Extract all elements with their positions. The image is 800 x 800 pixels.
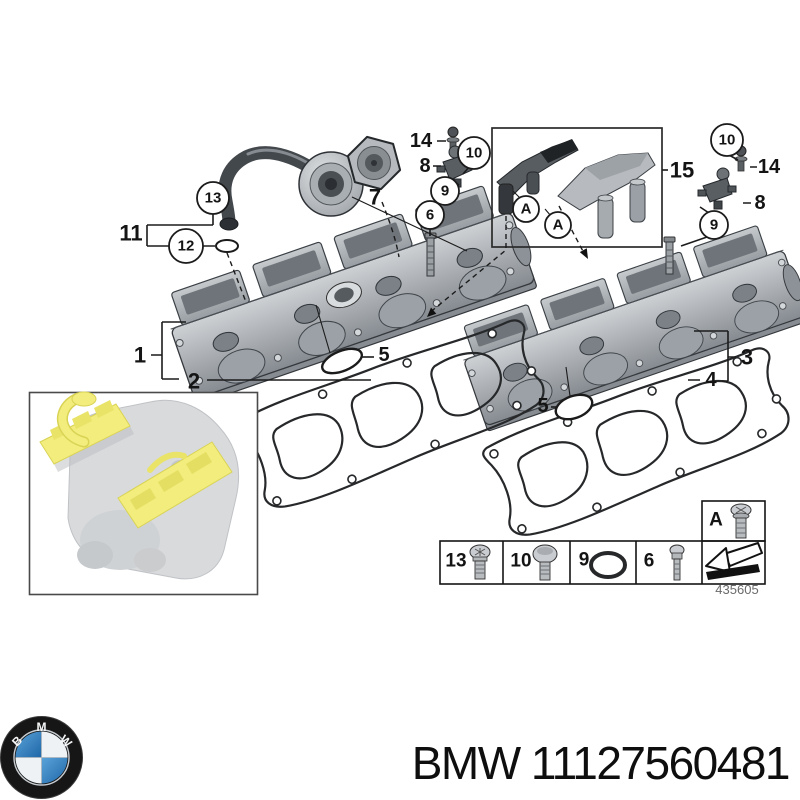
callout-5-left: 5 bbox=[378, 344, 389, 366]
o-ring-5-left bbox=[320, 347, 364, 375]
plain-callouts: 11 7 14 8 1 2 5 15 14 8 3 4 5 bbox=[119, 130, 781, 417]
engine-highlight-right-bank bbox=[117, 441, 233, 529]
engine-highlight-filler-tube bbox=[57, 391, 97, 448]
callout-9-right: 9 bbox=[710, 217, 718, 234]
engine-highlight-left-bank bbox=[39, 400, 131, 465]
oil-filler-cap bbox=[346, 135, 402, 191]
legend-cell-a bbox=[701, 500, 766, 542]
callout-a-left: A bbox=[521, 201, 532, 218]
callout-3: 3 bbox=[741, 345, 753, 370]
callout-7: 7 bbox=[369, 185, 381, 210]
callout-14-left: 14 bbox=[410, 130, 433, 152]
o-ring-5-right bbox=[554, 393, 594, 421]
callout-1: 1 bbox=[134, 343, 146, 368]
callout-8-right: 8 bbox=[754, 192, 765, 214]
legend-label-6: 6 bbox=[644, 551, 655, 572]
bolt-6-right bbox=[663, 236, 676, 275]
part-15-detail-box bbox=[491, 127, 663, 248]
callout-4: 4 bbox=[705, 369, 717, 391]
logo-letter-m: M bbox=[37, 720, 47, 734]
stud-bolt-icon bbox=[669, 544, 685, 581]
flange-screw-icon bbox=[730, 503, 752, 539]
legend-cell-9: 9 bbox=[579, 550, 627, 579]
legend-table: 13 10 9 6 bbox=[439, 500, 766, 597]
callout-14-right: 14 bbox=[758, 156, 781, 178]
breather-flange-disc bbox=[298, 151, 364, 217]
legend-cell-10: 10 bbox=[510, 544, 558, 581]
circled-callouts: 13 12 10 9 6 A A 10 9 bbox=[168, 123, 744, 264]
legend-cell-a-content: A bbox=[709, 503, 752, 539]
legend-cell-6: 6 bbox=[644, 544, 685, 581]
legend-label-13: 13 bbox=[445, 551, 466, 572]
engine-thumbnail bbox=[28, 391, 259, 596]
callout-6: 6 bbox=[426, 207, 434, 224]
part-number-text: BMW 11127560481 bbox=[412, 737, 789, 789]
legend-cell-13: 13 bbox=[445, 544, 491, 580]
callout-10-right: 10 bbox=[719, 132, 736, 149]
vent-valve-right bbox=[697, 167, 737, 210]
left-valve-cover bbox=[158, 177, 544, 406]
bmw-logo: B M W bbox=[0, 716, 83, 799]
callout-12: 12 bbox=[178, 238, 195, 255]
callout-8-left: 8 bbox=[419, 155, 430, 177]
callout-13: 13 bbox=[205, 190, 222, 207]
callout-11: 11 bbox=[119, 221, 142, 246]
bolt-6-left bbox=[424, 232, 437, 277]
callout-5-right: 5 bbox=[537, 395, 548, 417]
legend-label-10: 10 bbox=[510, 551, 531, 572]
torx-bolt-icon bbox=[469, 544, 491, 580]
callout-15: 15 bbox=[670, 158, 694, 183]
legend-label-9: 9 bbox=[579, 550, 590, 571]
callout-9-left: 9 bbox=[441, 183, 449, 200]
installation-direction-arrow-icon bbox=[705, 542, 763, 580]
callout-10-left: 10 bbox=[466, 145, 483, 162]
callout-a-right: A bbox=[553, 217, 564, 234]
legend-label-a: A bbox=[709, 510, 723, 531]
callout-2: 2 bbox=[188, 369, 200, 394]
gasket-ring-12 bbox=[215, 239, 239, 253]
vent-duct-left bbox=[496, 139, 579, 215]
o-ring-icon bbox=[589, 551, 627, 579]
pan-head-screw-icon bbox=[532, 544, 558, 581]
vent-duct-right bbox=[557, 152, 656, 239]
drawing-number: 435605 bbox=[715, 582, 758, 597]
